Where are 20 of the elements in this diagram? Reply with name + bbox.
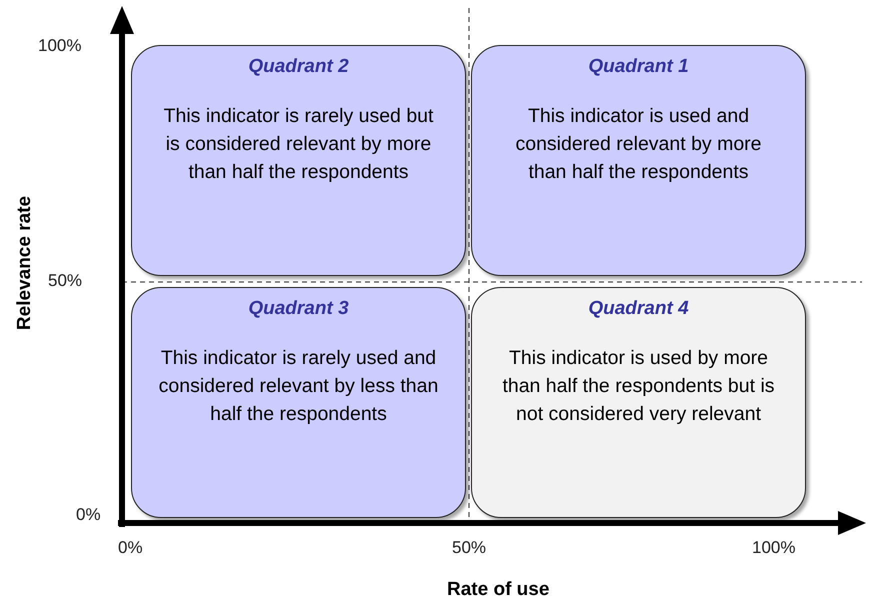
- y-tick-label: 100%: [38, 36, 82, 56]
- x-tick-label: 0%: [118, 538, 143, 558]
- quadrant-description: This indicator is used by more than half the respondents but is not considered very relevant: [501, 346, 776, 427]
- x-tick-label: 100%: [752, 538, 796, 558]
- axis-title: Rate of use: [447, 579, 550, 600]
- y-tick-label: 50%: [48, 271, 82, 291]
- x-tick-label: 50%: [452, 538, 486, 558]
- quadrant-description: This indicator is rarely used but is considered relevant by more than half the respondents: [162, 104, 434, 185]
- quadrant-description: This indicator is used and considered relevant by more than half the respondents: [514, 104, 763, 185]
- quadrant-box: [471, 45, 806, 276]
- quadrant-heading: Quadrant 2: [248, 56, 349, 78]
- quadrant-box: [471, 287, 806, 518]
- quadrant-description: This indicator is rarely used and considered relevant by less than half the respondents: [158, 346, 440, 427]
- quadrant-box: [131, 287, 466, 518]
- quadrant-box: [131, 45, 466, 276]
- quadrant-heading: Quadrant 3: [248, 298, 349, 320]
- quadrant-heading: Quadrant 4: [588, 298, 689, 320]
- y-tick-label: 0%: [76, 505, 101, 525]
- axis-title: Relevance rate: [14, 196, 36, 330]
- quadrant-heading: Quadrant 1: [588, 56, 689, 78]
